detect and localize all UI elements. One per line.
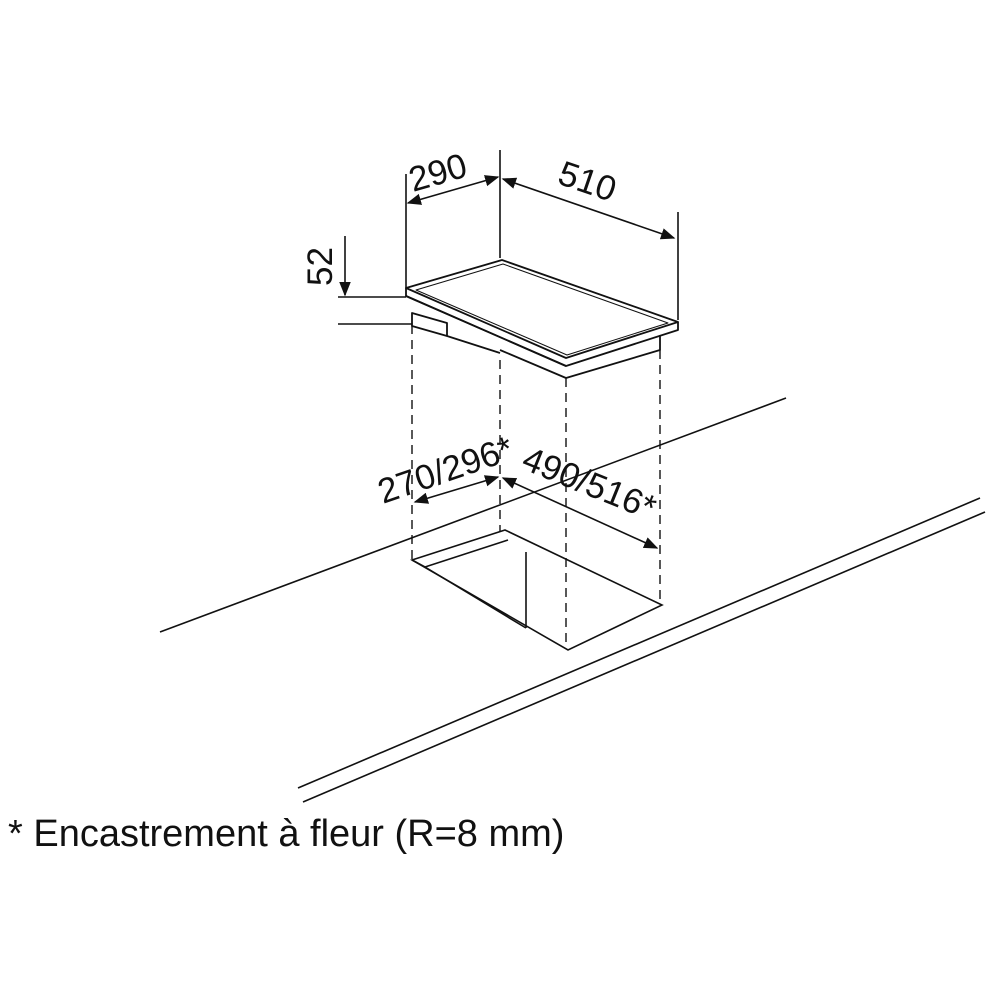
countertop-front-edge-bottom — [302, 511, 986, 803]
hob-inner-edge — [415, 263, 669, 356]
dimension-arrow-290 — [406, 175, 500, 205]
dimension-arrow-cutout-depth — [413, 475, 500, 504]
cutout-inner-wall-line — [424, 566, 527, 629]
hob — [405, 259, 679, 379]
countertop-front-edge-top — [297, 497, 981, 789]
dimension-arrow-cutout-width — [501, 477, 659, 549]
hob-glass-front-lower — [405, 295, 567, 367]
countertop — [159, 397, 986, 803]
dimension-label-290: 290 — [404, 146, 471, 200]
cutout-inner-back-edge — [424, 539, 509, 568]
dimension-arrow-510 — [501, 177, 676, 240]
hob-underbody — [411, 312, 448, 337]
hob-underbody-edge — [446, 335, 501, 354]
dimension-label-52: 52 — [301, 247, 340, 286]
countertop-back-edge — [159, 397, 787, 633]
hob-underbody-right — [499, 335, 661, 379]
cutout-opening — [410, 529, 664, 651]
cutout-outline — [410, 529, 664, 651]
dimension-label-510: 510 — [553, 154, 621, 210]
cutout-inner-left-edge — [411, 559, 426, 568]
dimension-lines — [338, 150, 679, 549]
dimension-label-cutout-depth: 270/296* — [373, 429, 519, 512]
footnote: * Encastrement à fleur (R=8 mm) — [8, 813, 565, 855]
